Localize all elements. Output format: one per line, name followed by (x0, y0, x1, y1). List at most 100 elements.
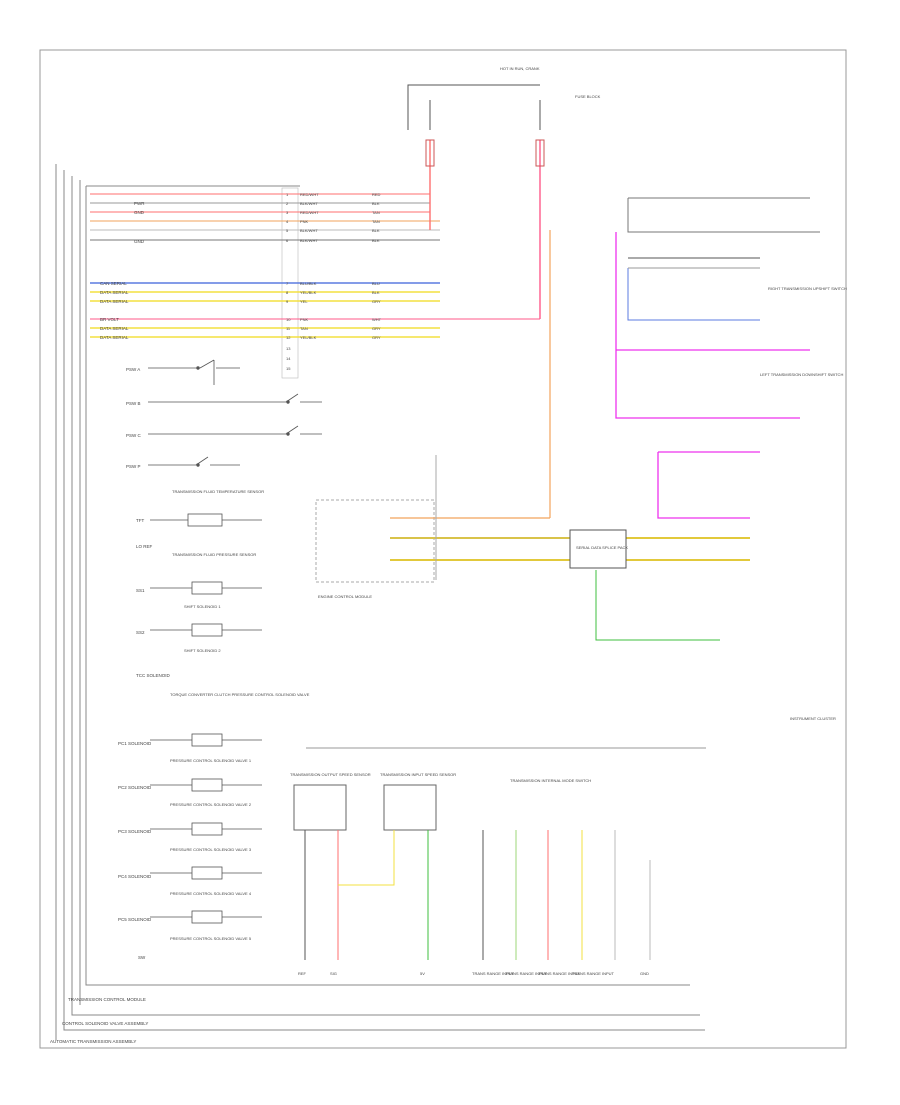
bottom-pin-labels: REF SIG 5V TRANS RANGE INPUT TRANS RANGE… (298, 971, 649, 976)
svg-text:5V: 5V (420, 971, 425, 976)
svg-text:GND: GND (134, 210, 145, 215)
svg-text:SHIFT SOLENOID 2: SHIFT SOLENOID 2 (184, 648, 221, 653)
solenoid-stack (150, 513, 262, 924)
svg-text:TRANS RANGE INPUT: TRANS RANGE INPUT (472, 971, 515, 976)
svg-text:PC3 SOLENOID: PC3 SOLENOID (118, 829, 152, 834)
svg-text:1: 1 (286, 192, 289, 197)
svg-text:TRANS RANGE INPUT: TRANS RANGE INPUT (538, 971, 581, 976)
internal-mode-label: TRANSMISSION INTERNAL MODE SWITCH (510, 778, 591, 783)
svg-text:TRANSMISSION FLUID TEMPERATURE: TRANSMISSION FLUID TEMPERATURE SENSOR (172, 489, 264, 494)
svg-text:DATA SERIAL: DATA SERIAL (100, 326, 129, 331)
svg-text:RED/WHT: RED/WHT (300, 192, 319, 197)
svg-text:BLK: BLK (372, 238, 380, 243)
svg-text:3: 3 (286, 210, 289, 215)
svg-text:TRANS RANGE INPUT: TRANS RANGE INPUT (572, 971, 615, 976)
svg-text:14: 14 (286, 356, 291, 361)
svg-text:SHIFT SOLENOID 1: SHIFT SOLENOID 1 (184, 604, 221, 609)
svg-text:10: 10 (286, 317, 291, 322)
svg-text:SS1: SS1 (136, 588, 145, 593)
svg-text:BLU: BLU (372, 281, 380, 286)
svg-text:BLK: BLK (372, 290, 380, 295)
svg-text:SW: SW (138, 955, 146, 960)
svg-text:6: 6 (286, 238, 289, 243)
svg-text:PSW C: PSW C (126, 433, 142, 438)
svg-text:TAN: TAN (372, 210, 380, 215)
svg-text:GRY: GRY (372, 299, 381, 304)
svg-text:13: 13 (286, 346, 291, 351)
svg-text:BLU/BLK: BLU/BLK (300, 281, 317, 286)
ecm-block (315, 230, 750, 641)
svg-text:9: 9 (286, 299, 289, 304)
diagram-frame (39, 49, 847, 1049)
solenoid-labels: TRANSMISSION FLUID TEMPERATURE SENSOR TR… (170, 489, 310, 941)
svg-text:PWR: PWR (134, 201, 145, 206)
svg-text:REF: REF (298, 971, 307, 976)
svg-text:7: 7 (286, 281, 289, 286)
svg-text:RED: RED (372, 192, 381, 197)
svg-text:PC2 SOLENOID: PC2 SOLENOID (118, 785, 152, 790)
svg-text:GND: GND (134, 239, 145, 244)
tap-down-label: LEFT TRANSMISSION DOWNSHIFT SWITCH (760, 372, 843, 377)
svg-text:SIG: SIG (330, 971, 337, 976)
svg-text:PC4 SOLENOID: PC4 SOLENOID (118, 874, 152, 879)
svg-text:YEL/BLK: YEL/BLK (300, 335, 317, 340)
svg-text:SS2: SS2 (136, 630, 145, 635)
svg-text:2: 2 (286, 201, 289, 206)
svg-text:PSW A: PSW A (126, 367, 140, 372)
tap-up-label: RIGHT TRANSMISSION UPSHIFT SWITCH (768, 286, 847, 291)
svg-text:PRESSURE CONTROL SOLENOID VALV: PRESSURE CONTROL SOLENOID VALVE 4 (170, 891, 252, 896)
svg-text:PC1 SOLENOID: PC1 SOLENOID (118, 741, 152, 746)
ecm-label: ENGINE CONTROL MODULE (318, 594, 372, 599)
svg-text:8: 8 (286, 290, 289, 295)
svg-text:PRESSURE CONTROL SOLENOID VALV: PRESSURE CONTROL SOLENOID VALVE 5 (170, 936, 252, 941)
svg-text:TFT: TFT (136, 518, 144, 523)
label-auto-trans: AUTOMATIC TRANSMISSION ASSEMBLY (50, 1039, 136, 1044)
svg-text:GRY: GRY (372, 335, 381, 340)
svg-text:15: 15 (286, 366, 291, 371)
svg-text:WHT: WHT (372, 317, 382, 322)
splice-label: SERIAL DATA SPLICE PACK (576, 545, 628, 550)
svg-text:LO REF: LO REF (136, 544, 153, 549)
svg-text:PRESSURE CONTROL SOLENOID VALV: PRESSURE CONTROL SOLENOID VALVE 3 (170, 847, 252, 852)
svg-text:PC5 SOLENOID: PC5 SOLENOID (118, 917, 152, 922)
svg-text:RED/WHT: RED/WHT (300, 210, 319, 215)
label-tcm: TRANSMISSION CONTROL MODULE (68, 997, 146, 1002)
cluster-label: INSTRUMENT CLUSTER (790, 716, 836, 721)
svg-text:12: 12 (286, 335, 291, 340)
svg-text:PSW P: PSW P (126, 464, 141, 469)
output-speed-label: TRANSMISSION OUTPUT SPEED SENSOR (290, 772, 371, 777)
svg-text:YEL: YEL (300, 299, 308, 304)
svg-text:PNK: PNK (300, 219, 309, 224)
svg-text:BR VOLT: BR VOLT (100, 317, 119, 322)
svg-text:TRANS RANGE INPUT: TRANS RANGE INPUT (505, 971, 548, 976)
assembly-brackets (55, 164, 705, 1040)
svg-text:CAN SERIAL: CAN SERIAL (100, 281, 127, 286)
svg-text:4: 4 (286, 219, 289, 224)
input-speed-label: TRANSMISSION INPUT SPEED SENSOR (380, 772, 456, 777)
svg-text:GRY: GRY (372, 326, 381, 331)
svg-text:BLK/WHT: BLK/WHT (300, 228, 318, 233)
svg-text:11: 11 (286, 326, 291, 331)
svg-text:TCC SOLENOID: TCC SOLENOID (136, 673, 171, 678)
svg-text:BLK: BLK (372, 228, 380, 233)
svg-text:TAN: TAN (300, 326, 308, 331)
svg-text:DATA SERIAL: DATA SERIAL (100, 335, 129, 340)
svg-text:PSW B: PSW B (126, 401, 141, 406)
svg-text:TORQUE CONVERTER CLUTCH PRESSU: TORQUE CONVERTER CLUTCH PRESSURE CONTROL… (170, 692, 310, 697)
left-labels: PWR GND GND CAN SERIAL DATA SERIAL DATA … (100, 201, 171, 960)
svg-text:TRANSMISSION FLUID PRESSURE SE: TRANSMISSION FLUID PRESSURE SENSOR (172, 552, 256, 557)
tap-switch-block (615, 197, 820, 519)
fuse-feed (407, 84, 545, 319)
svg-text:YEL/BLK: YEL/BLK (300, 290, 317, 295)
svg-text:PNK: PNK (300, 317, 309, 322)
range-switches (148, 359, 322, 467)
svg-text:BLK/WHT: BLK/WHT (300, 201, 318, 206)
bottom-sensors (293, 747, 706, 960)
svg-text:PRESSURE CONTROL SOLENOID VALV: PRESSURE CONTROL SOLENOID VALVE 1 (170, 758, 252, 763)
fuse-label: HOT IN RUN, CRANK (500, 66, 540, 71)
svg-text:5: 5 (286, 228, 289, 233)
svg-text:DATA SERIAL: DATA SERIAL (100, 299, 129, 304)
